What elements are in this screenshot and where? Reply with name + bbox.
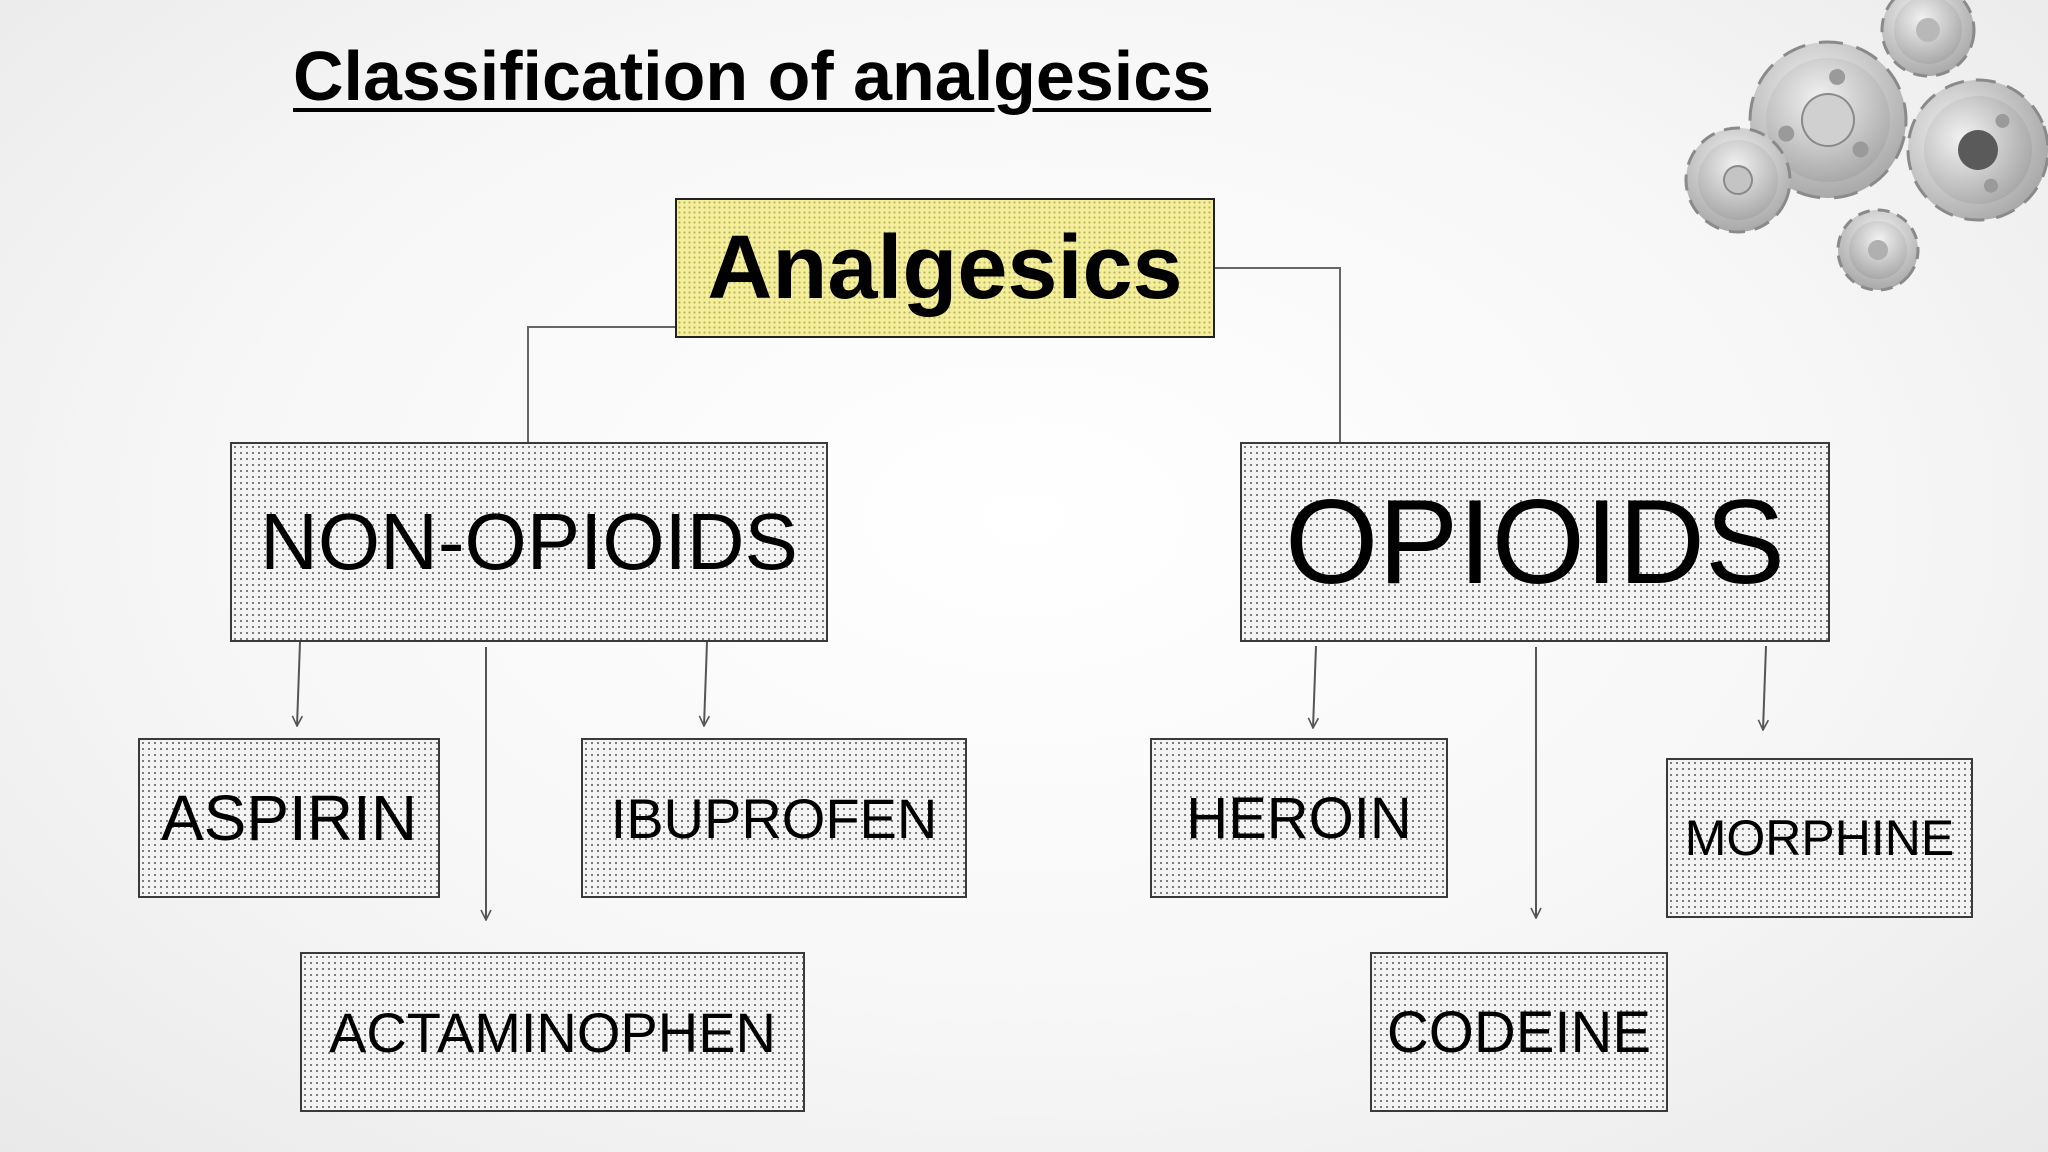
arrow-heroin (1313, 645, 1316, 728)
drug-label: IBUPROFEN (610, 786, 938, 850)
gears-icon (1684, 0, 2048, 292)
drug-node-heroin: HEROIN (1150, 738, 1448, 898)
arrow-ibuprofen (704, 641, 707, 726)
drug-node-actaminophen: ACTAMINOPHEN (300, 952, 805, 1112)
drug-label: MORPHINE (1684, 810, 1955, 866)
drug-node-ibuprofen: IBUPROFEN (581, 738, 967, 898)
root-label: Analgesics (707, 217, 1183, 318)
connector-root-opioids (1214, 267, 1341, 442)
drug-node-aspirin: ASPIRIN (138, 738, 440, 898)
drug-label: ASPIRIN (160, 782, 418, 854)
root-node-analgesics: Analgesics (675, 198, 1215, 338)
category-label: OPIOIDS (1284, 475, 1786, 609)
drug-node-morphine: MORPHINE (1666, 758, 1973, 918)
slide-title: Classification of analgesics (293, 37, 1212, 115)
connector-root-non-opioids (527, 326, 676, 442)
drug-label: HEROIN (1186, 785, 1412, 851)
category-node-opioids: OPIOIDS (1240, 442, 1830, 642)
drug-node-codeine: CODEINE (1370, 952, 1668, 1112)
arrow-morphine (1763, 645, 1766, 730)
arrow-aspirin (297, 641, 300, 726)
drug-label: CODEINE (1386, 999, 1652, 1065)
drug-label: ACTAMINOPHEN (329, 1000, 776, 1064)
category-label: NON-OPIOIDS (260, 497, 798, 586)
category-node-non-opioids: NON-OPIOIDS (230, 442, 828, 642)
